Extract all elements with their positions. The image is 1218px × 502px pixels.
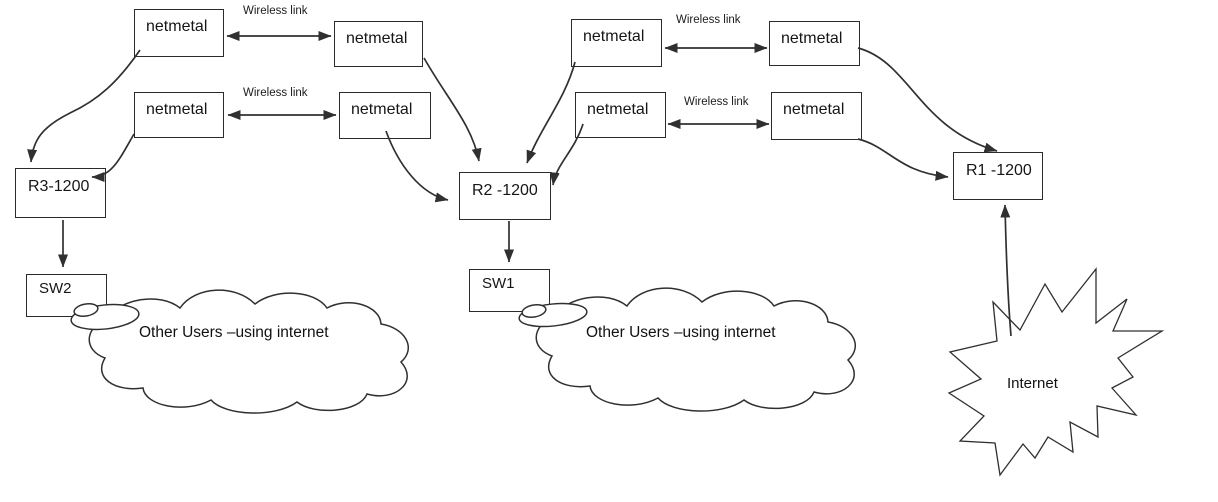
link-netmetal4-to-r2 <box>385 130 449 203</box>
internet-starburst <box>947 267 1165 477</box>
netmetal-label: netmetal <box>351 101 413 118</box>
router-r2-label: R2 -1200 <box>472 182 538 199</box>
netmetal-box-2: netmetal <box>334 21 423 67</box>
link-netmetal5-to-r2 <box>526 61 576 164</box>
wireless-link-label-3: Wireless link <box>676 14 741 26</box>
switch-sw1-label: SW1 <box>482 275 515 292</box>
internet-label: Internet <box>1007 375 1058 392</box>
netmetal-box-5: netmetal <box>571 19 662 67</box>
cloud-left-shape <box>88 289 410 414</box>
router-r1-label: R1 -1200 <box>966 162 1032 179</box>
cloud-middle-shape <box>535 287 857 412</box>
netmetal-box-8: netmetal <box>771 92 862 140</box>
router-r1-box: R1 -1200 <box>953 152 1043 200</box>
switch-sw2-label: SW2 <box>39 280 72 297</box>
switch-sw1-box: SW1 <box>469 269 550 312</box>
router-r2-box: R2 -1200 <box>459 172 551 220</box>
netmetal-box-1: netmetal <box>134 9 224 57</box>
link-netmetal6-to-r1 <box>857 47 998 153</box>
cloud-middle-label: Other Users –using internet <box>586 324 776 341</box>
netmetal-label: netmetal <box>346 30 408 47</box>
link-netmetal8-to-r1 <box>857 138 949 181</box>
link-netmetal1-to-r3 <box>27 49 141 163</box>
wireless-link-label-1: Wireless link <box>243 5 308 17</box>
wireless-link-label-2: Wireless link <box>243 87 308 99</box>
cloud-left-label: Other Users –using internet <box>139 324 329 341</box>
netmetal-label: netmetal <box>583 28 645 45</box>
netmetal-label: netmetal <box>146 18 208 35</box>
netmetal-box-4: netmetal <box>339 92 431 139</box>
netmetal-label: netmetal <box>781 30 843 47</box>
router-r3-label: R3-1200 <box>28 178 90 195</box>
netmetal-label: netmetal <box>146 101 208 118</box>
router-r3-box: R3-1200 <box>15 168 106 218</box>
wireless-link-label-4: Wireless link <box>684 96 749 108</box>
link-netmetal2-to-r2 <box>423 57 482 162</box>
link-internet-to-r1 <box>1000 204 1012 337</box>
netmetal-label: netmetal <box>783 101 845 118</box>
netmetal-box-7: netmetal <box>575 92 666 138</box>
netmetal-box-6: netmetal <box>769 21 860 66</box>
netmetal-box-3: netmetal <box>134 92 224 138</box>
netmetal-label: netmetal <box>587 101 649 118</box>
switch-sw2-box: SW2 <box>26 274 107 317</box>
